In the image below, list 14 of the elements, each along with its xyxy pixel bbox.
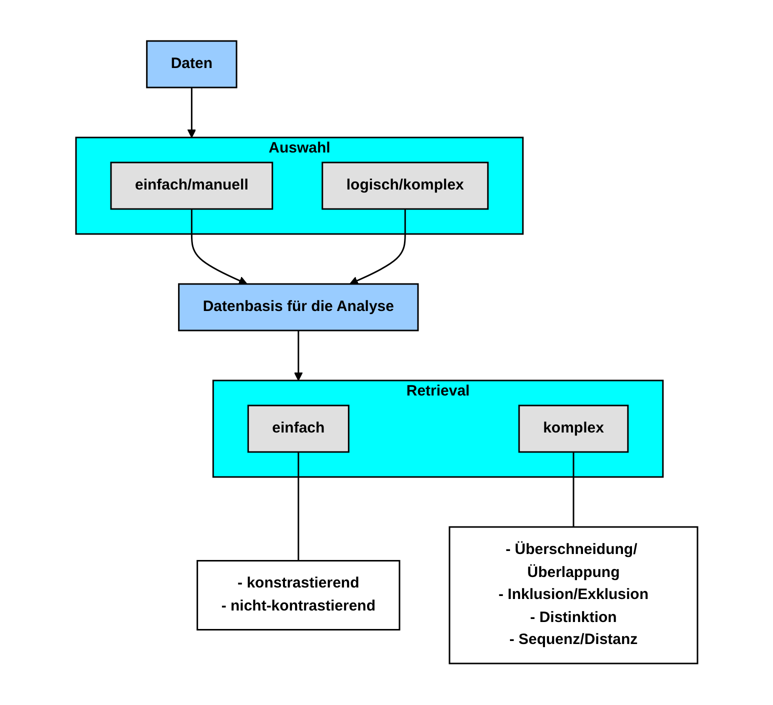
arrow [349,209,406,285]
node-box: Daten [146,40,238,88]
node-box: Datenbasis für die Analyse [178,284,418,332]
node-box: - konstrastierend - nicht-kontrastierend [196,560,400,631]
arrow [294,330,303,382]
node-box: - Überschneidung/ Überlappung - Inklusion/Exklusion - Distinktion - Sequenz/Distanz [448,526,698,664]
connector [297,452,299,561]
node-box: logisch/komplex [321,162,488,210]
node-box: komplex [518,405,628,453]
node-box: einfach [247,405,350,453]
arrow [190,209,248,285]
arrow [187,88,196,138]
node-box: einfach/manuell [110,162,273,210]
connector [572,452,574,528]
